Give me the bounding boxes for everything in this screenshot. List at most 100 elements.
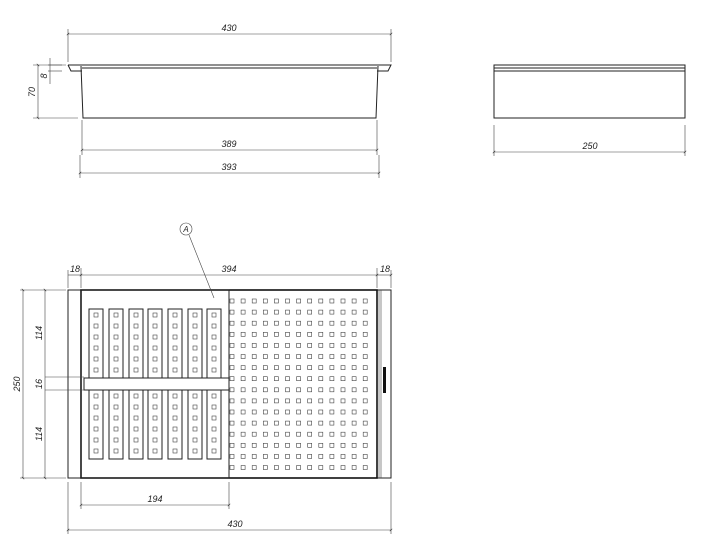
- drain-hole: [329, 309, 335, 315]
- drain-hole: [351, 320, 357, 326]
- drain-hole: [274, 376, 279, 382]
- drain-hole: [351, 387, 357, 393]
- drain-hole: [307, 420, 313, 426]
- slat-hole: [113, 426, 119, 432]
- drain-hole: [285, 343, 290, 348]
- slat-hole: [172, 415, 178, 421]
- drain-hole: [362, 420, 368, 426]
- drain-hole: [285, 420, 290, 426]
- drain-hole: [318, 398, 324, 404]
- dim-430-top: 430: [227, 519, 242, 529]
- drain-hole: [340, 343, 346, 348]
- drain-hole: [229, 409, 235, 415]
- slat-hole: [172, 426, 178, 432]
- slat: [147, 308, 163, 379]
- drain-hole: [240, 298, 246, 304]
- drain-hole: [262, 387, 268, 393]
- slat-hole: [172, 345, 178, 351]
- drain-hole: [262, 298, 268, 304]
- slat-hole: [192, 393, 198, 399]
- callout-leader: [188, 234, 215, 299]
- drain-hole: [240, 431, 246, 437]
- drain-hole: [229, 376, 235, 382]
- slat-hole: [192, 323, 198, 329]
- slat-hole: [211, 334, 217, 340]
- drain-hole: [251, 409, 257, 415]
- drain-hole: [362, 398, 368, 404]
- slat-hole: [133, 426, 139, 432]
- drain-hole: [229, 354, 235, 359]
- slat-hole: [133, 437, 139, 443]
- drain-hole: [351, 365, 357, 370]
- slat-hole: [192, 356, 198, 362]
- drain-hole: [285, 409, 290, 415]
- drain-hole: [240, 454, 246, 459]
- drain-hole: [262, 398, 268, 404]
- drain-hole: [329, 354, 335, 359]
- drain-hole: [296, 409, 301, 415]
- drain-hole: [351, 354, 357, 359]
- drain-hole: [307, 409, 313, 415]
- drain-hole: [251, 398, 257, 404]
- drain-hole: [274, 420, 279, 426]
- drain-hole: [229, 431, 235, 437]
- slat-hole: [133, 393, 139, 399]
- drain-hole: [251, 331, 257, 337]
- drain-hole: [329, 431, 335, 437]
- drain-hole: [251, 431, 257, 437]
- drain-hole: [296, 354, 301, 359]
- slat: [108, 308, 124, 379]
- drain-hole: [340, 298, 346, 304]
- slat-hole: [172, 323, 178, 329]
- drain-hole: [351, 409, 357, 415]
- drain-hole: [340, 409, 346, 415]
- drain-hole: [362, 431, 368, 437]
- slat-hole: [113, 415, 119, 421]
- dim-250-side: 250: [581, 141, 597, 151]
- drain-hole: [340, 376, 346, 382]
- drain-hole: [296, 431, 301, 437]
- slat-hole: [93, 345, 99, 351]
- drain-hole: [296, 331, 301, 337]
- drain-hole: [307, 442, 313, 448]
- dim-16: 16: [34, 379, 44, 389]
- drain-hole: [274, 454, 279, 459]
- drain-hole: [285, 387, 290, 393]
- slat-hole: [172, 334, 178, 340]
- side-body: [493, 64, 686, 119]
- drain-hole: [251, 365, 257, 370]
- drain-hole: [307, 298, 313, 304]
- rim-outline: [67, 64, 392, 72]
- drain-hole: [262, 365, 268, 370]
- drain-hole: [229, 365, 235, 370]
- drain-hole: [362, 298, 368, 304]
- drain-hole: [318, 354, 324, 359]
- slat-hole: [93, 437, 99, 443]
- slat-hole: [93, 393, 99, 399]
- slat-hole: [93, 323, 99, 329]
- drain-hole: [340, 320, 346, 326]
- slat-hole: [113, 393, 119, 399]
- drain-hole: [262, 420, 268, 426]
- drain-hole: [240, 420, 246, 426]
- slat-hole: [172, 367, 178, 373]
- dim-8: 8: [39, 73, 49, 78]
- drain-hole: [285, 365, 290, 370]
- drain-hole: [307, 354, 313, 359]
- drain-hole: [329, 298, 335, 304]
- drain-hole: [285, 465, 290, 470]
- drain-hole: [251, 420, 257, 426]
- slat-hole: [152, 312, 158, 318]
- drain-hole: [274, 343, 279, 348]
- drain-hole: [229, 298, 235, 304]
- drain-hole: [340, 365, 346, 370]
- slat: [206, 308, 222, 379]
- drain-hole: [362, 409, 368, 415]
- drain-hole: [229, 454, 235, 459]
- drain-hole: [318, 442, 324, 448]
- drain-hole: [351, 343, 357, 348]
- dim-18-right: 18: [380, 264, 390, 274]
- drain-hole: [240, 376, 246, 382]
- slat-hole: [133, 323, 139, 329]
- dim-393: 393: [221, 162, 236, 172]
